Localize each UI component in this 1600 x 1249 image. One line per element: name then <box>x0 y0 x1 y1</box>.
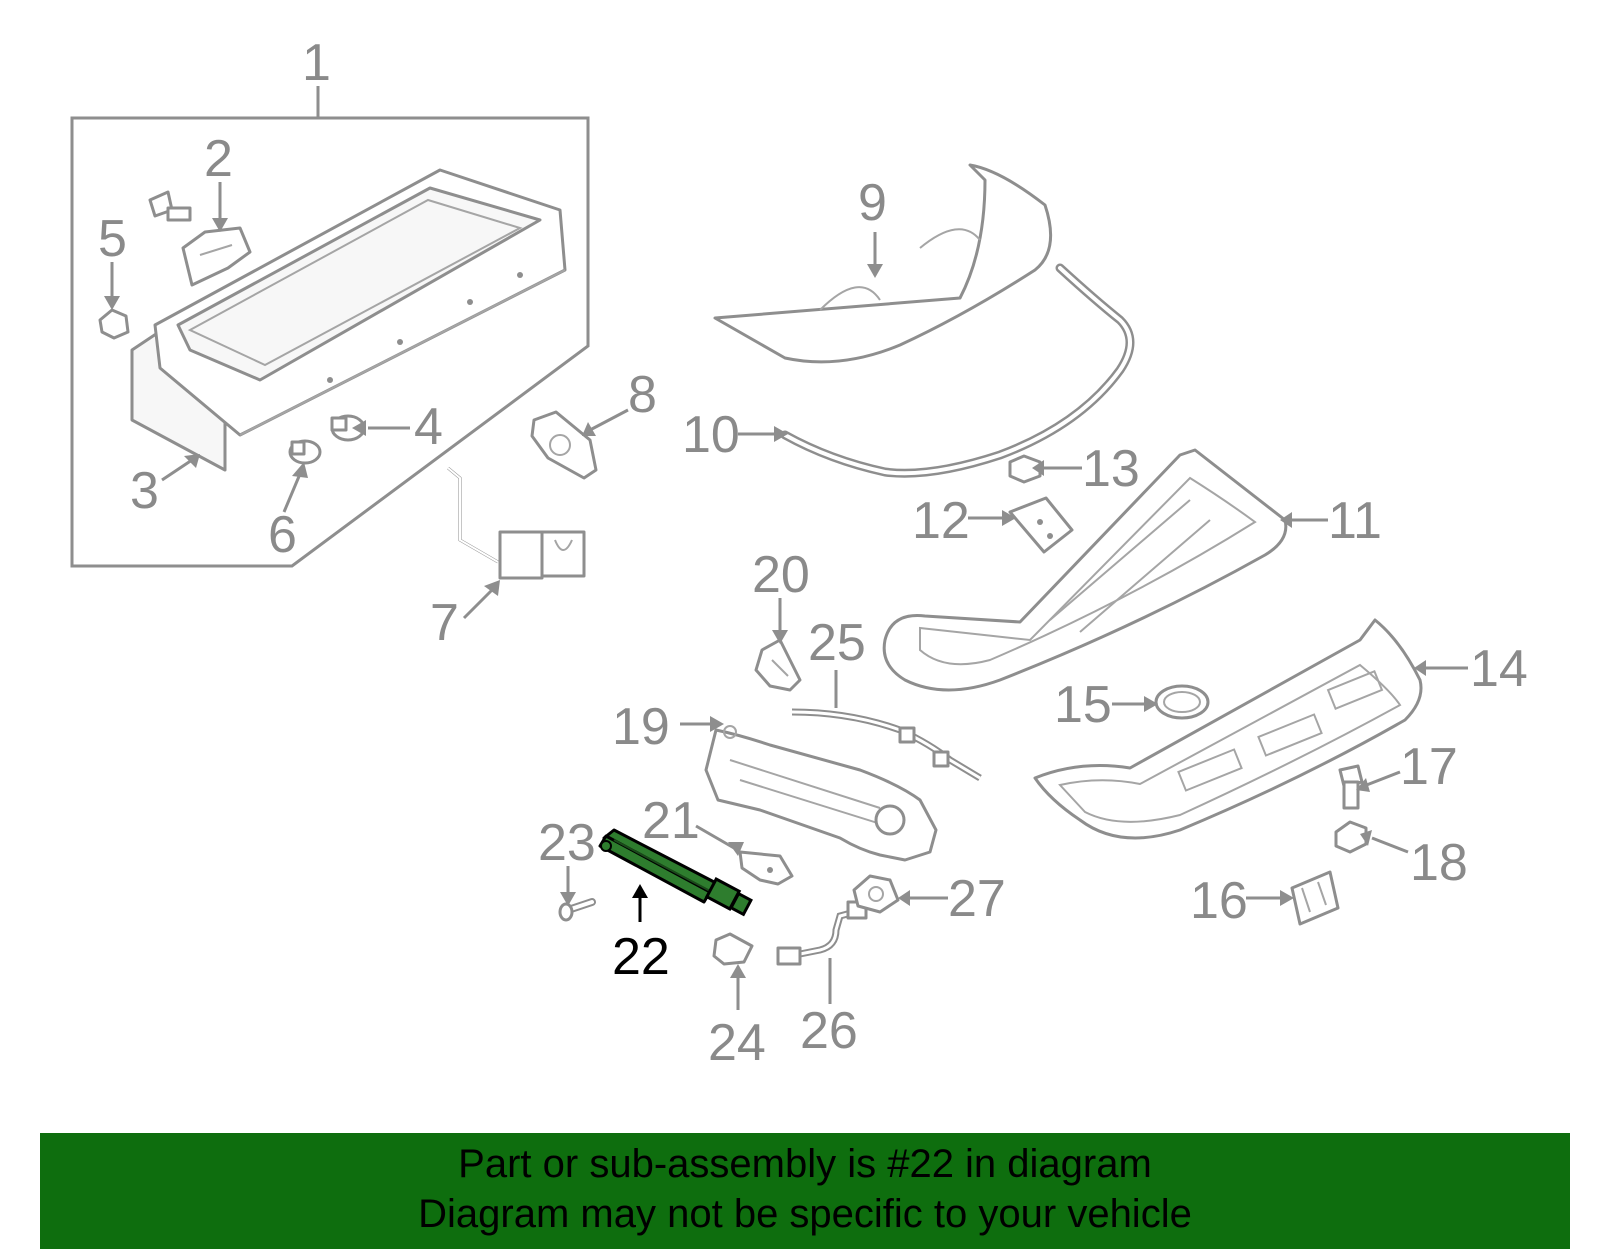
callout-25: 25 <box>808 614 866 672</box>
part-18-nut[interactable] <box>1334 820 1368 854</box>
part-10-seal[interactable] <box>780 263 1135 478</box>
callout-13: 13 <box>1082 440 1140 498</box>
callout-20: 20 <box>752 546 810 604</box>
part-9-deck-lid[interactable] <box>713 163 1053 364</box>
leader-7 <box>462 588 494 620</box>
arrow-18 <box>1360 830 1372 846</box>
arrow-21 <box>728 842 744 856</box>
leader-8 <box>589 408 629 432</box>
callout-21: 21 <box>642 792 700 850</box>
leader-6 <box>282 473 302 513</box>
part-bolt[interactable] <box>148 190 192 222</box>
callout-15: 15 <box>1054 676 1112 734</box>
arrow-13 <box>1032 460 1044 476</box>
callout-23: 23 <box>538 814 596 872</box>
info-banner: Part or sub-assembly is #22 in diagram D… <box>40 1133 1570 1249</box>
part-17-bolt[interactable] <box>1338 764 1364 810</box>
arrow-14 <box>1414 660 1426 676</box>
callout-6: 6 <box>268 506 297 564</box>
arrow-12 <box>1002 510 1016 526</box>
arrow-16 <box>1280 890 1294 906</box>
callout-4: 4 <box>414 398 443 456</box>
part-21-bracket[interactable] <box>738 850 794 886</box>
arrow-3 <box>184 454 200 468</box>
arrow-15 <box>1144 696 1158 712</box>
callout-17: 17 <box>1400 738 1458 796</box>
arrow-23 <box>560 892 576 906</box>
part-2-bracket[interactable] <box>181 226 252 287</box>
assembly-1-group: 1 2 3 4 5 6 <box>70 34 590 568</box>
arrow-11 <box>1280 512 1292 528</box>
arrow-7 <box>484 580 500 596</box>
part-trunk-tray[interactable] <box>130 168 567 472</box>
part-27-actuator[interactable] <box>852 874 900 914</box>
part-8-lock[interactable] <box>530 410 598 480</box>
arrow-22 <box>632 884 648 898</box>
callout-11: 11 <box>1328 492 1382 550</box>
part-4-clip[interactable] <box>330 414 366 442</box>
leader-3 <box>161 458 193 482</box>
arrow-20 <box>772 630 788 644</box>
callout-27: 27 <box>948 870 1006 928</box>
leader-17 <box>1363 770 1401 788</box>
part-26-cable[interactable] <box>776 900 868 966</box>
callout-22: 22 <box>612 928 670 986</box>
callout-1: 1 <box>302 34 331 92</box>
part-7-hinge[interactable] <box>447 466 586 580</box>
part-20-bracket[interactable] <box>754 638 802 692</box>
callout-12: 12 <box>912 492 970 550</box>
part-6-clip[interactable] <box>288 439 322 465</box>
banner-line-2: Diagram may not be specific to your vehi… <box>418 1192 1192 1236</box>
leader-18 <box>1371 836 1409 854</box>
part-25-cable[interactable] <box>791 708 982 782</box>
part-12-plate[interactable] <box>1008 496 1074 554</box>
part-19-frame[interactable] <box>704 725 938 862</box>
callout-2: 2 <box>204 130 233 188</box>
callout-7: 7 <box>430 594 459 652</box>
callout-10: 10 <box>682 406 740 464</box>
part-23-pin[interactable] <box>558 898 596 922</box>
arrow-8 <box>582 422 596 436</box>
part-13-nut[interactable] <box>1008 454 1042 484</box>
callout-18: 18 <box>1410 834 1468 892</box>
arrow-19 <box>710 716 724 732</box>
callout-3: 3 <box>130 462 159 520</box>
callout-26: 26 <box>800 1002 858 1060</box>
arrow-27 <box>898 890 910 906</box>
callout-24: 24 <box>708 1014 766 1072</box>
exploded-parts-diagram: 1 2 3 4 5 6 7 8 <box>70 34 1528 1072</box>
arrow-5 <box>104 296 120 310</box>
arrow-2 <box>212 218 228 232</box>
arrow-4 <box>352 420 366 436</box>
part-22-hydraulic-cylinder[interactable] <box>598 828 753 917</box>
callout-14: 14 <box>1470 640 1528 698</box>
callout-8: 8 <box>628 366 657 424</box>
part-15-grommet[interactable] <box>1154 684 1210 720</box>
part-24-clip[interactable] <box>712 932 754 966</box>
arrow-10 <box>774 426 788 442</box>
callout-16: 16 <box>1190 872 1248 930</box>
callout-9: 9 <box>858 174 887 232</box>
arrow-24 <box>730 964 746 978</box>
banner-line-1: Part or sub-assembly is #22 in diagram <box>458 1142 1152 1186</box>
leader-21 <box>695 824 735 850</box>
part-14-undercover[interactable] <box>1033 618 1423 840</box>
part-16-bracket[interactable] <box>1290 870 1340 926</box>
arrow-17 <box>1356 778 1370 792</box>
callout-5: 5 <box>98 210 127 268</box>
callout-19: 19 <box>612 698 670 756</box>
arrow-6 <box>292 462 308 478</box>
part-11-trim-panel[interactable] <box>882 448 1288 692</box>
arrow-9 <box>867 264 883 278</box>
